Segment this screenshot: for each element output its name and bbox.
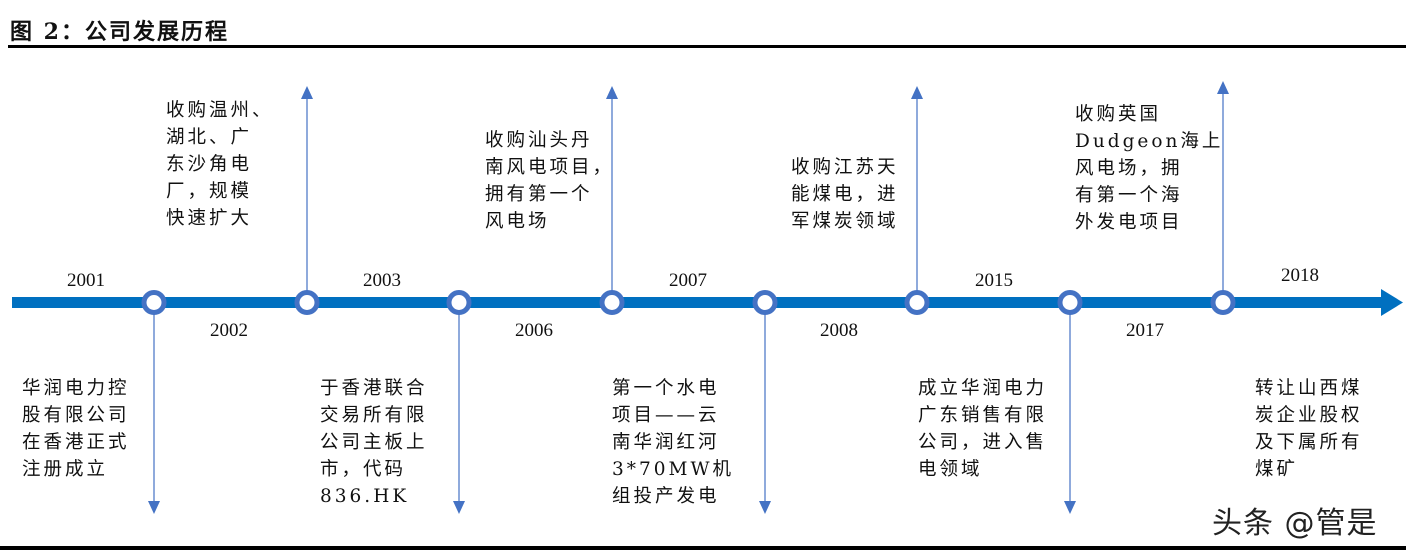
year-label-2008: 2008 [820,320,858,341]
watermark-text: 头条 @管是 [1212,506,1378,541]
event-2006-text: 收购汕头丹 南风电项目， 拥有第一个 风电场 [485,130,615,232]
year-label-2002: 2002 [210,320,248,341]
event-2017-text: 收购英国 Dudgeon海上 风电场，拥 有第一个海 外发电项目 [1075,104,1224,233]
figure-title-text: 公司发展历程 [84,19,229,45]
year-label-2015: 2015 [975,270,1013,291]
top-rule-divider [8,45,1406,48]
year-label-2001: 2001 [67,270,105,291]
year-label-2017: 2017 [1126,320,1164,341]
event-2001-text: 华润电力控 股有限公司 在香港正式 注册成立 [22,378,130,480]
figure-label: 图 2： [10,19,85,45]
event-2003-text: 于香港联合 交易所有限 公司主板上 市，代码 836.HK [320,378,428,507]
event-2002-text: 收购温州、 湖北、广 东沙角电 厂，规模 快速扩大 [166,100,274,229]
year-label-2007: 2007 [669,270,707,291]
event-2008-text: 收购江苏天 能煤电，进 军煤炭领域 [791,157,899,232]
connectors-down [153,312,1071,502]
year-label-2006: 2006 [515,320,553,341]
event-2018-text: 转让山西煤 炭企业股权 及下属所有 煤矿 [1255,378,1363,480]
connectors-up [306,93,1224,292]
timeline-nodes [141,290,1236,315]
arrowheads-down [148,501,1076,514]
arrowheads-up [301,81,1229,99]
timeline-bar [12,297,1384,308]
bottom-rule-divider [0,546,1406,550]
year-label-2003: 2003 [363,270,401,291]
year-label-2018: 2018 [1281,265,1319,286]
event-2007-text: 第一个水电 项目——云 南华润红河 3*70MW机 组投产发电 [612,378,735,507]
figure-title: 图 2：公司发展历程 [10,14,229,46]
timeline-arrowhead [1381,289,1403,316]
event-2015-text: 成立华润电力 广东销售有限 公司，进入售 电领域 [918,378,1048,480]
